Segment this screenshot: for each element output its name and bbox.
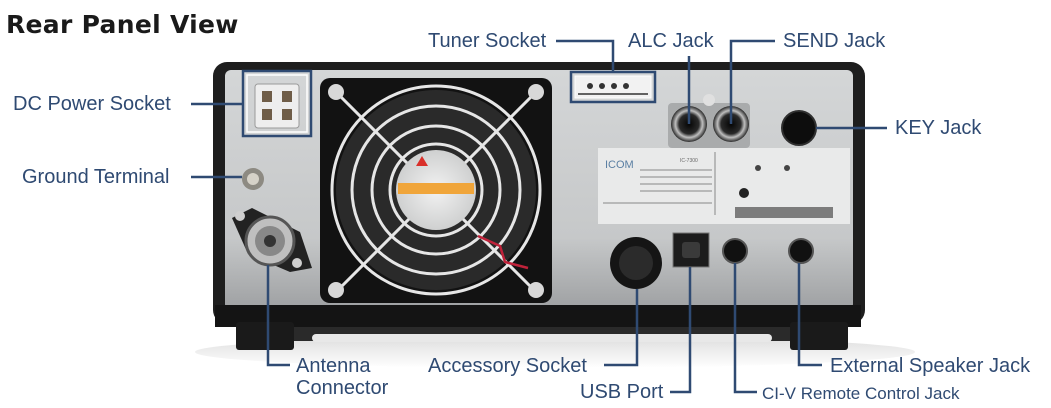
label-ground-terminal: Ground Terminal <box>22 166 170 188</box>
ground-terminal[interactable] <box>242 168 264 190</box>
stand-highlight <box>312 334 772 342</box>
accessory-socket[interactable] <box>610 237 662 289</box>
label-alc-jack: ALC Jack <box>628 30 714 52</box>
page-title: Rear Panel View <box>6 10 239 39</box>
cooling-fan <box>320 78 552 303</box>
usb-port[interactable] <box>672 232 710 268</box>
antenna-connector[interactable] <box>232 208 312 272</box>
foot-left <box>236 322 294 350</box>
bottom-bezel <box>215 305 861 327</box>
label-send-jack: SEND Jack <box>783 30 886 52</box>
plate-screw <box>703 94 715 106</box>
model-text: IC-7300 <box>680 158 698 164</box>
label-usb-port: USB Port <box>580 381 664 403</box>
leader-speaker <box>797 263 822 367</box>
label-key-jack: KEY Jack <box>895 117 982 139</box>
brand-logo: ICOM <box>605 159 634 171</box>
label-civ-remote-control-jack: CI-V Remote Control Jack <box>762 384 960 403</box>
external-speaker-jack[interactable] <box>788 238 814 264</box>
leader-tuner <box>556 39 615 72</box>
leader-send <box>729 39 775 124</box>
label-antenna-connector: Antenna Connector <box>296 355 388 399</box>
label-tuner-socket: Tuner Socket <box>428 30 547 52</box>
leader-civ <box>733 263 757 394</box>
label-external-speaker-jack: External Speaker Jack <box>830 355 1031 377</box>
serial-label-sticker: ICOM IC-7300 <box>598 148 850 224</box>
label-accessory-socket: Accessory Socket <box>428 355 587 377</box>
foot-right <box>790 322 848 350</box>
leader-usb <box>670 267 692 394</box>
label-antenna-line1: Antenna <box>296 355 371 377</box>
label-dc-power-socket: DC Power Socket <box>13 93 171 115</box>
leader-accessory <box>604 289 639 367</box>
leader-antenna <box>266 265 290 367</box>
label-antenna-line2: Connector <box>296 377 389 399</box>
